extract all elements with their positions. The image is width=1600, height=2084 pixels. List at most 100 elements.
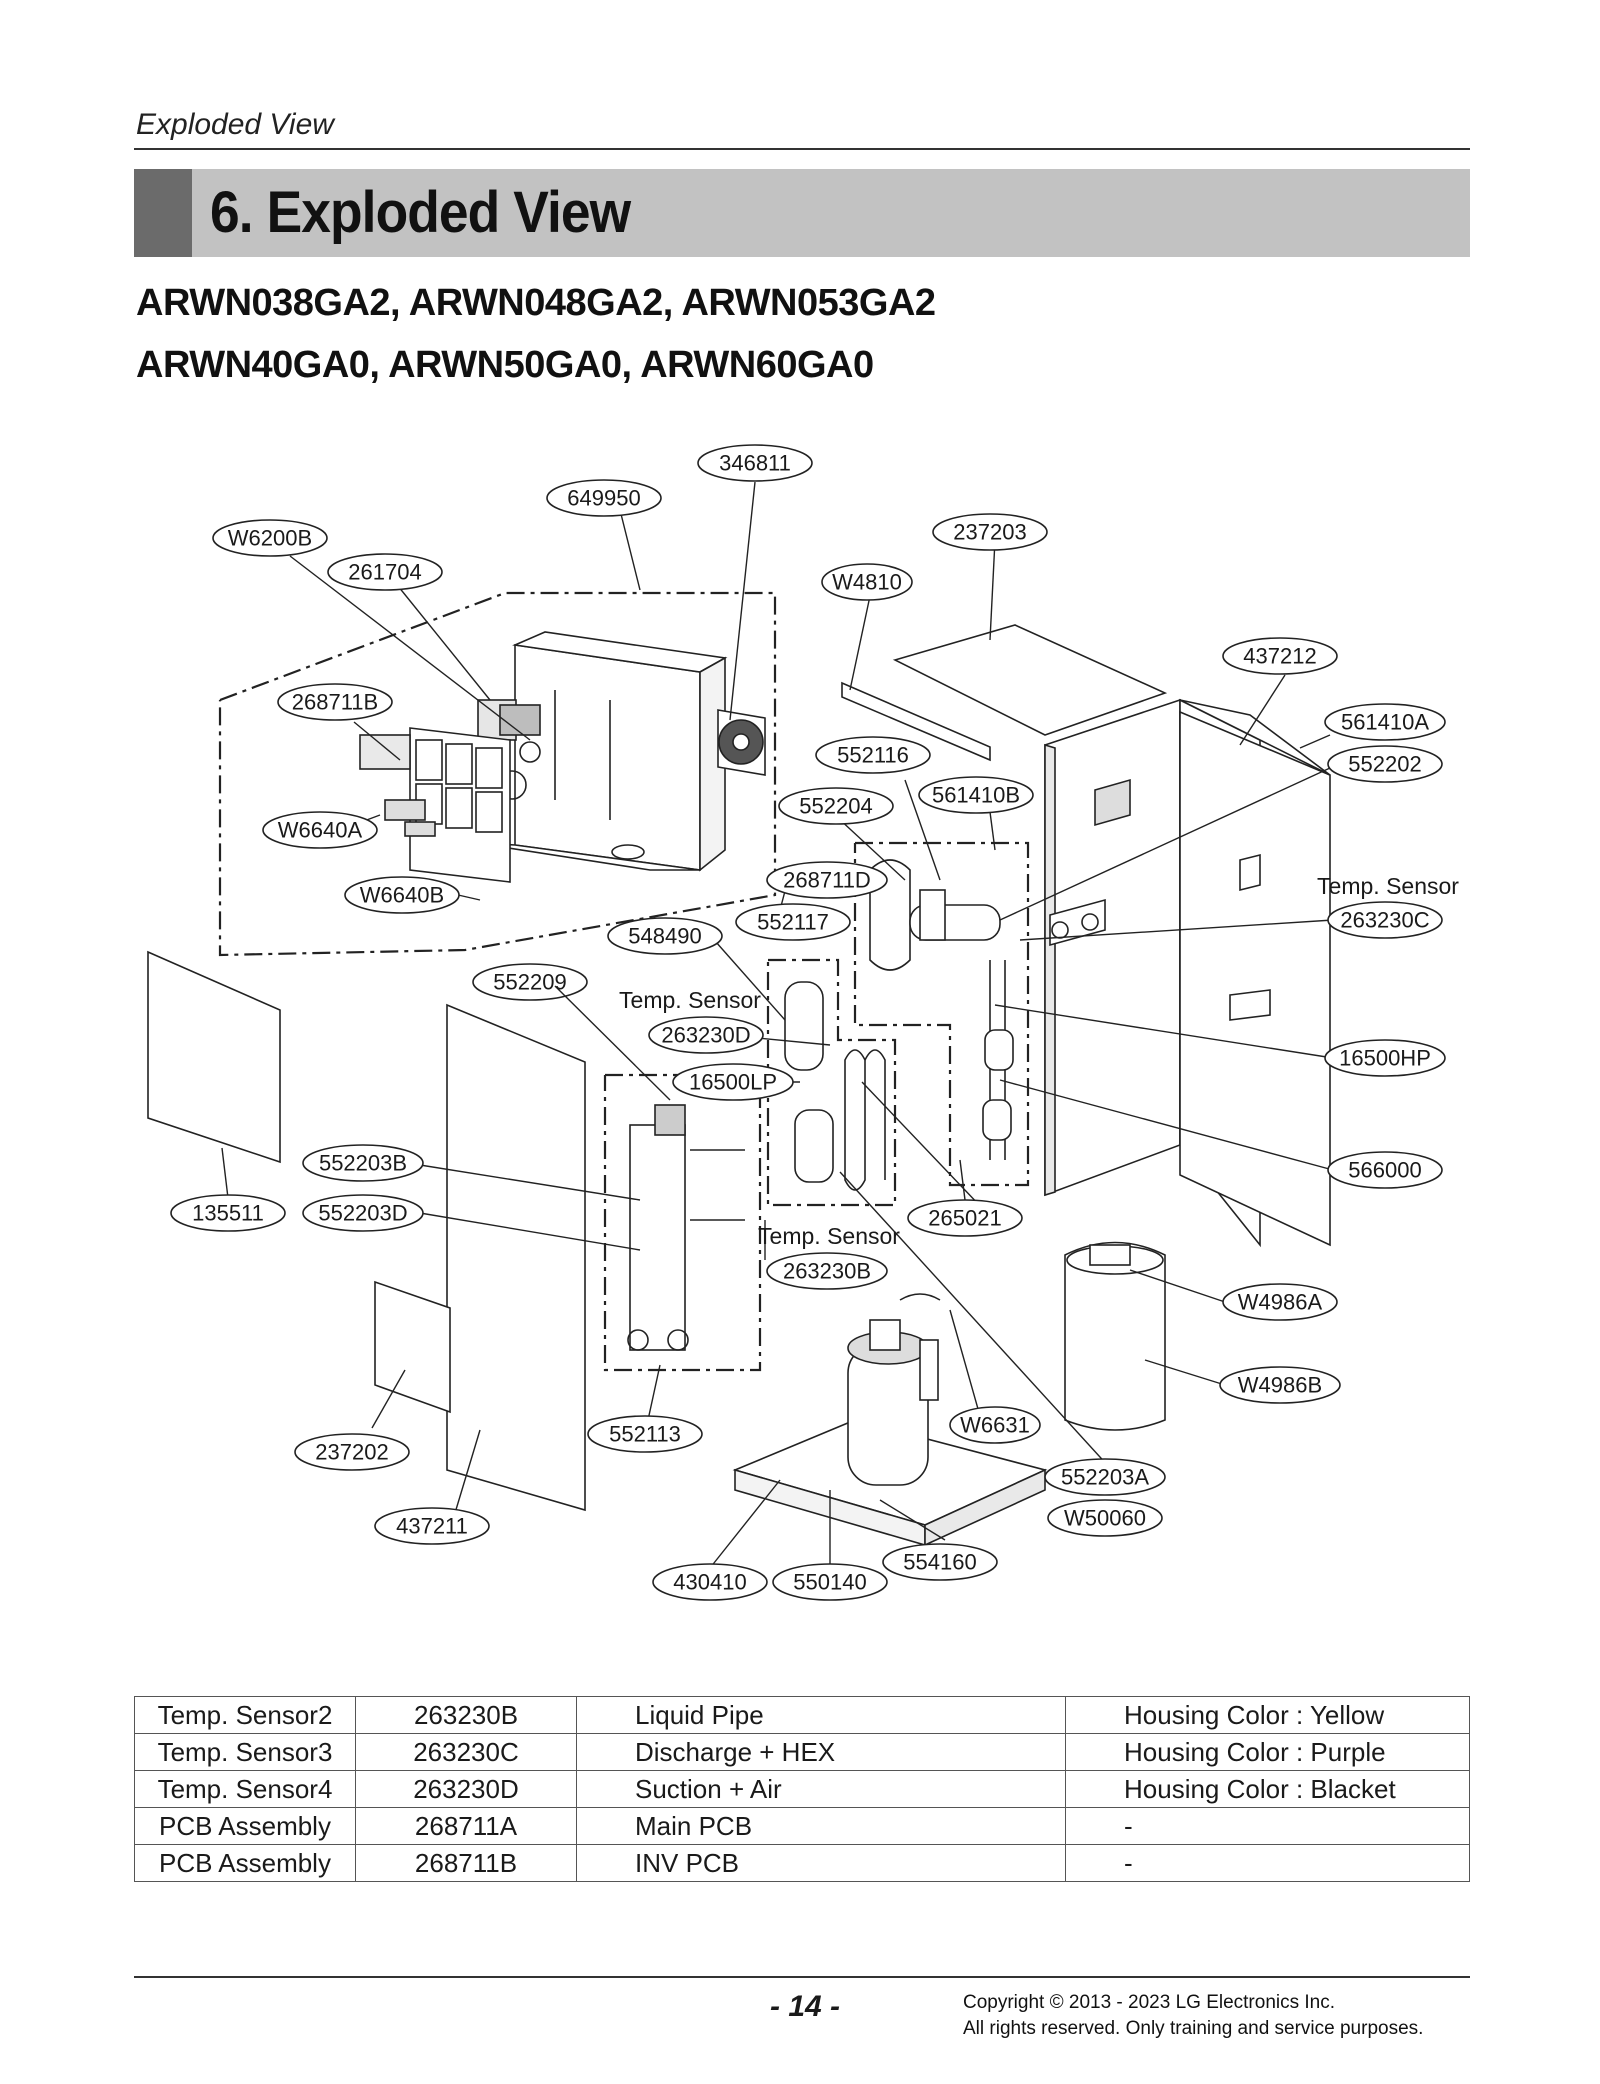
part-label-566000: 566000 bbox=[1348, 1158, 1421, 1183]
page-number: - 14 - bbox=[770, 1990, 841, 2023]
table-cell-name: Temp. Sensor2 bbox=[134, 1696, 356, 1734]
copyright-notice: Copyright © 2013 - 2023 LG Electronics I… bbox=[963, 1990, 1423, 2042]
table-cell-code: 263230B bbox=[355, 1696, 577, 1734]
header-rule bbox=[134, 148, 1470, 150]
valve-group-outline bbox=[853, 841, 1030, 1187]
part-label-649950: 649950 bbox=[567, 486, 640, 511]
part-label-554160: 554160 bbox=[903, 1550, 976, 1575]
relay-block bbox=[359, 734, 411, 770]
part-label-437211: 437211 bbox=[396, 1514, 468, 1539]
part-label-552202: 552202 bbox=[1348, 752, 1421, 777]
table-cell-note: Housing Color : Blacket bbox=[1065, 1770, 1470, 1808]
running-header: Exploded View bbox=[136, 108, 334, 141]
part-label-w6200b: W6200B bbox=[228, 526, 312, 551]
model-list-line-1: ARWN038GA2, ARWN048GA2, ARWN053GA2 bbox=[136, 282, 936, 324]
table-cell-code: 263230C bbox=[355, 1733, 577, 1771]
control-box-group-outline bbox=[218, 591, 777, 957]
table-cell-description: Main PCB bbox=[576, 1807, 1066, 1845]
part-label-346811: 346811 bbox=[719, 451, 791, 476]
cooling-fan bbox=[717, 709, 766, 776]
table-row: PCB Assembly 268711A Main PCB - bbox=[134, 1807, 1470, 1845]
part-label-552203d: 552203D bbox=[318, 1201, 407, 1226]
part-label-552113: 552113 bbox=[609, 1422, 681, 1447]
part-label-548490: 548490 bbox=[628, 924, 701, 949]
temp-sensor-caption-d: Temp. Sensor bbox=[619, 987, 761, 1013]
part-label-w6631: W6631 bbox=[960, 1413, 1030, 1438]
part-label-552117: 552117 bbox=[757, 910, 829, 935]
service-plate bbox=[374, 1280, 451, 1414]
part-label-552203b: 552203B bbox=[319, 1151, 407, 1176]
section-title: 6. Exploded View bbox=[210, 180, 631, 245]
rear-bracket bbox=[841, 681, 991, 762]
footer-rule bbox=[134, 1976, 1470, 1978]
part-label-135511: 135511 bbox=[192, 1201, 264, 1226]
table-cell-note: - bbox=[1065, 1844, 1470, 1882]
part-label-550140: 550140 bbox=[793, 1570, 866, 1595]
part-label-263230b: 263230B bbox=[783, 1259, 871, 1284]
table-cell-note: - bbox=[1065, 1807, 1470, 1845]
section-tab bbox=[134, 169, 192, 257]
temp-sensor-caption-b: Temp. Sensor bbox=[758, 1223, 900, 1249]
table-cell-description: Suction + Air bbox=[576, 1770, 1066, 1808]
left-side-panel bbox=[147, 950, 281, 1164]
parts-table: Temp. Sensor2 263230B Liquid Pipe Housin… bbox=[134, 1696, 1470, 1882]
exploded-view-diagram: 346811 649950 W6200B 261704 237203 W4810… bbox=[147, 444, 1459, 1601]
compressor bbox=[847, 1319, 939, 1486]
sensor-wire bbox=[899, 1293, 941, 1301]
part-label-552116: 552116 bbox=[837, 743, 909, 768]
table-cell-name: Temp. Sensor4 bbox=[134, 1770, 356, 1808]
part-label-261704: 261704 bbox=[348, 560, 421, 585]
table-cell-name: PCB Assembly bbox=[134, 1844, 356, 1882]
part-label-552209: 552209 bbox=[493, 970, 566, 995]
cabinet-frame bbox=[1044, 698, 1331, 1248]
part-label-437212: 437212 bbox=[1243, 644, 1316, 669]
part-label-237203: 237203 bbox=[953, 520, 1026, 545]
compressor-cover bbox=[1064, 1241, 1166, 1431]
part-label-w6640a: W6640A bbox=[278, 818, 363, 843]
section-banner: 6. Exploded View bbox=[134, 169, 1470, 257]
control-box bbox=[469, 631, 728, 872]
accumulator bbox=[784, 981, 886, 1191]
front-panel bbox=[446, 1003, 586, 1512]
table-cell-code: 268711A bbox=[355, 1807, 577, 1845]
part-label-561410a: 561410A bbox=[1341, 710, 1429, 735]
part-label-w4986b: W4986B bbox=[1238, 1373, 1322, 1398]
part-label-w6640b: W6640B bbox=[360, 883, 444, 908]
plate-heat-exchanger bbox=[627, 1104, 745, 1351]
accumulator-group-outline bbox=[766, 958, 897, 1207]
part-label-263230d: 263230D bbox=[661, 1023, 750, 1048]
part-label-263230c: 263230C bbox=[1340, 908, 1429, 933]
part-label-430410: 430410 bbox=[673, 1570, 746, 1595]
model-list-line-2: ARWN40GA0, ARWN50GA0, ARWN60GA0 bbox=[136, 344, 874, 386]
part-label-237202: 237202 bbox=[315, 1440, 388, 1465]
table-cell-note: Housing Color : Purple bbox=[1065, 1733, 1470, 1771]
temp-sensor-caption-c: Temp. Sensor bbox=[1317, 873, 1459, 899]
part-label-w4810: W4810 bbox=[832, 570, 902, 595]
table-cell-description: Liquid Pipe bbox=[576, 1696, 1066, 1734]
top-panel bbox=[892, 624, 1168, 736]
part-label-16500hp: 16500HP bbox=[1339, 1046, 1431, 1071]
part-label-w4986a: W4986A bbox=[1238, 1290, 1323, 1315]
table-cell-description: Discharge + HEX bbox=[576, 1733, 1066, 1771]
part-label-561410b: 561410B bbox=[932, 783, 1020, 808]
part-label-268711d: 268711D bbox=[783, 868, 871, 893]
part-label-552203a: 552203A bbox=[1061, 1465, 1149, 1490]
part-label-265021: 265021 bbox=[928, 1206, 1001, 1231]
table-cell-note: Housing Color : Yellow bbox=[1065, 1696, 1470, 1734]
table-cell-name: Temp. Sensor3 bbox=[134, 1733, 356, 1771]
part-label-w50060: W50060 bbox=[1064, 1506, 1146, 1531]
table-row: Temp. Sensor4 263230D Suction + Air Hous… bbox=[134, 1770, 1470, 1808]
table-row: PCB Assembly 268711B INV PCB - bbox=[134, 1844, 1470, 1882]
four-way-valve-assembly bbox=[869, 859, 1014, 1160]
inverter-pcb bbox=[384, 727, 511, 883]
part-label-552204: 552204 bbox=[799, 794, 872, 819]
table-cell-name: PCB Assembly bbox=[134, 1807, 356, 1845]
part-label-268711b: 268711B bbox=[292, 690, 378, 715]
table-row: Temp. Sensor3 263230C Discharge + HEX Ho… bbox=[134, 1733, 1470, 1771]
table-cell-code: 263230D bbox=[355, 1770, 577, 1808]
copyright-line-1: Copyright © 2013 - 2023 LG Electronics I… bbox=[963, 1992, 1336, 2013]
copyright-line-2: All rights reserved. Only training and s… bbox=[963, 2018, 1424, 2039]
table-cell-description: INV PCB bbox=[576, 1844, 1066, 1882]
table-cell-code: 268711B bbox=[355, 1844, 577, 1882]
part-label-16500lp: 16500LP bbox=[689, 1070, 777, 1095]
